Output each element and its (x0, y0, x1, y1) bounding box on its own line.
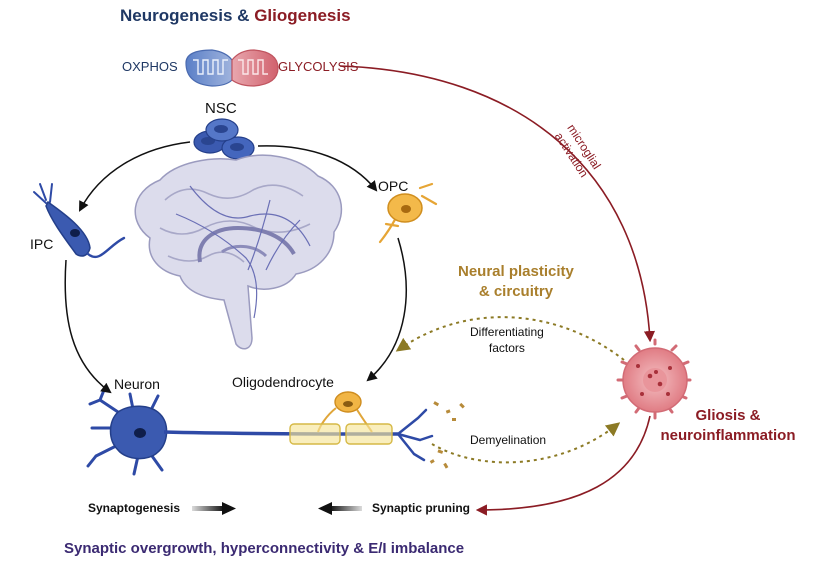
nsc-label: NSC (205, 100, 237, 117)
synaptogenesis-arrow (192, 502, 236, 515)
title-ampersand: & (237, 6, 250, 25)
opc-label: OPC (378, 178, 409, 194)
myelin-debris-icon (429, 401, 465, 469)
opc-cell-icon (378, 182, 438, 244)
neural-plasticity-label: Neural plasticity & circuitry (458, 262, 574, 302)
nsc-to-opc-arrow (257, 145, 378, 192)
title-neurogenesis: Neurogenesis (120, 6, 233, 25)
differentiating-factors-label: Differentiating factors (470, 324, 544, 356)
oligodendrocyte-label: Oligodendrocyte (232, 374, 334, 390)
demyelination-arrow (431, 422, 621, 464)
differentiating-factors-arrow (395, 316, 625, 361)
plasticity-line2: & circuitry (478, 283, 554, 300)
oligodendrocyte-icon (289, 391, 393, 445)
demyelination-label: Demyelination (470, 433, 547, 447)
synaptic-pruning-label: Synaptic pruning (372, 501, 471, 515)
differentiating-line1: Differentiating (470, 325, 544, 339)
ipc-to-neuron-arrow (64, 259, 112, 394)
oxphos-label: OXPHOS (122, 59, 178, 74)
neuron-label: Neuron (114, 376, 160, 392)
page-title: Neurogenesis & Gliogenesis (120, 6, 351, 26)
nsc-to-ipc-arrow (79, 141, 191, 212)
footer-caption: Synaptic overgrowth, hyperconnectivity &… (64, 540, 465, 557)
gliosis-label: Gliosis & neuroinflammation (640, 406, 816, 446)
microglial-activation-arrow (339, 65, 656, 343)
plasticity-line1: Neural plasticity (458, 263, 574, 280)
gliosis-line2: neuroinflammation (660, 427, 796, 444)
gliosis-to-pruning-arrow (475, 415, 651, 516)
synaptic-pruning-arrow (318, 502, 362, 515)
ipc-cell-icon (33, 183, 126, 259)
mitochondrion-icon (185, 49, 279, 87)
synaptogenesis-label: Synaptogenesis (88, 501, 181, 515)
gliosis-line1: Gliosis & (695, 407, 761, 424)
opc-to-oligodendrocyte-arrow (366, 237, 407, 382)
brain-illustration (134, 154, 343, 350)
ipc-label: IPC (30, 236, 54, 252)
glycolysis-label: GLYCOLYSIS (278, 59, 359, 74)
differentiating-line2: factors (488, 341, 525, 355)
title-gliogenesis: Gliogenesis (254, 6, 351, 25)
nsc-cells-icon (193, 118, 255, 160)
